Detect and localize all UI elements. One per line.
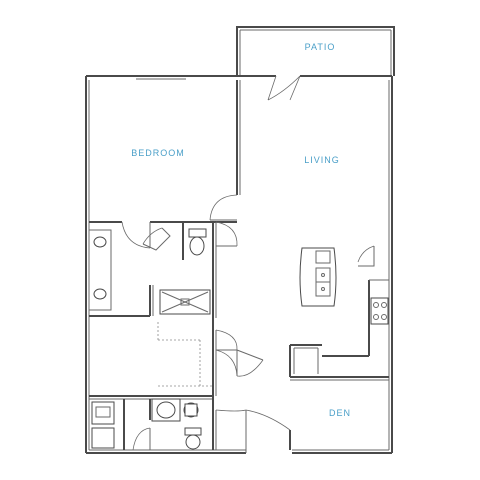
patio-area xyxy=(236,26,395,76)
room-label-living: LIVING xyxy=(304,155,340,165)
exterior-walls xyxy=(85,75,393,454)
kitchen xyxy=(299,245,389,357)
room-label-bedroom: BEDROOM xyxy=(131,148,185,158)
room-label-patio: PATIO xyxy=(304,42,336,52)
patio-door xyxy=(267,75,301,101)
bath-fixtures xyxy=(88,227,211,450)
interior-walls xyxy=(89,80,389,453)
room-label-den: DEN xyxy=(328,408,352,418)
